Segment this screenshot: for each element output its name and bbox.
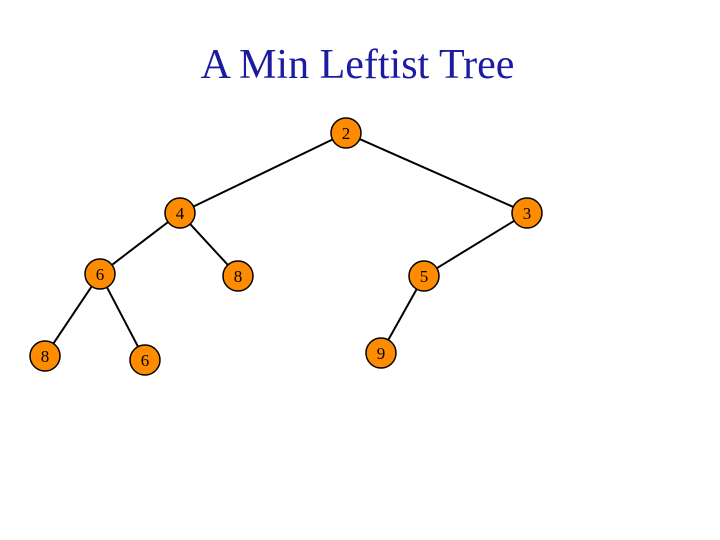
slide-title: A Min Leftist Tree: [200, 42, 515, 88]
tree-node-n6a: 6: [84, 258, 116, 290]
tree-node-label: 5: [420, 267, 429, 286]
tree-edge-n3-n5: [436, 219, 515, 270]
tree-edge-n6a-n6b: [106, 286, 139, 348]
tree-node-circle: [84, 258, 116, 290]
tree-node-circle: [29, 340, 61, 372]
tree-edge-n2_root-n3: [359, 138, 514, 208]
tree-node-n3: 3: [511, 197, 543, 229]
tree-node-n2_root: 2: [330, 117, 362, 149]
tree-node-circle: [222, 260, 254, 292]
tree-node-n8a: 8: [222, 260, 254, 292]
tree-edge-n4-n8a: [189, 223, 229, 266]
tree-node-n5: 5: [408, 260, 440, 292]
tree-node-n4: 4: [164, 197, 196, 229]
tree-edge-n2_root-n4: [193, 138, 333, 208]
tree-node-circle: [511, 197, 543, 229]
tree-node-n6b: 6: [129, 344, 161, 376]
tree-edge-n4-n6a: [111, 221, 169, 266]
tree-node-circle: [164, 197, 196, 229]
tree-node-circle: [365, 337, 397, 369]
tree-node-label: 8: [41, 347, 50, 366]
tree-node-label: 6: [141, 351, 150, 370]
tree-node-circle: [330, 117, 362, 149]
tree-node-label: 6: [96, 265, 105, 284]
tree-edges: [52, 138, 515, 348]
tree-nodes: 2 4 3 6 8 5 8 6 9: [29, 117, 543, 376]
tree-node-label: 3: [523, 204, 532, 223]
tree-node-n9: 9: [365, 337, 397, 369]
tree-edge-n6a-n8b: [52, 285, 93, 345]
tree-node-label: 4: [176, 204, 185, 223]
tree-node-label: 2: [342, 124, 351, 143]
tree-node-label: 9: [377, 344, 386, 363]
tree-node-n8b: 8: [29, 340, 61, 372]
tree-node-circle: [129, 344, 161, 376]
tree-node-label: 8: [234, 267, 243, 286]
tree-node-circle: [408, 260, 440, 292]
tree-edge-n5-n9: [387, 288, 418, 341]
